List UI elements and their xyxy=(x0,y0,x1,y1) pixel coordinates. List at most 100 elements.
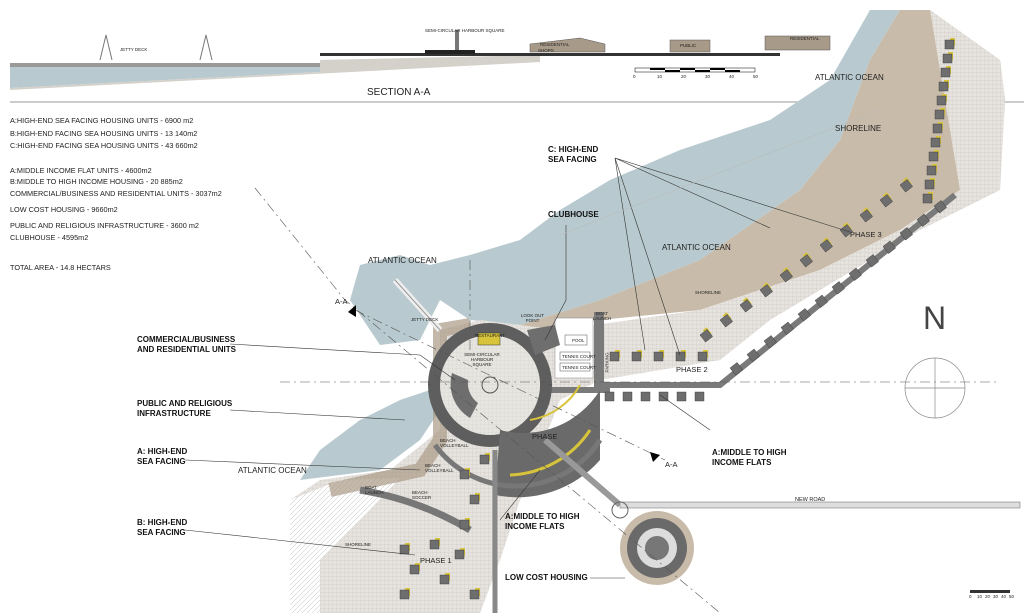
housing-unit xyxy=(697,350,708,362)
scale-tick-label: 0 xyxy=(633,74,636,79)
callout-flats-bottom: A:MIDDLE TO HIGH INCOME FLATS xyxy=(505,512,580,531)
housing-unit xyxy=(799,252,813,268)
lookout-label: LOOK OUT POINT xyxy=(520,313,545,323)
housing-unit xyxy=(676,391,687,402)
new-road xyxy=(619,501,1021,509)
section-lines xyxy=(254,187,1000,613)
section-title: SECTION A-A xyxy=(367,87,431,98)
callout-leaders xyxy=(184,109,881,579)
shoreline-small-label: SHORELINE xyxy=(695,290,722,295)
restaurant-label: RESTAURANT xyxy=(475,333,506,338)
housing-unit xyxy=(934,108,945,120)
scale-tick-label: 20 xyxy=(681,74,687,79)
callout-commercial: COMMERCIAL/BUSINESS AND RESIDENTIAL UNIT… xyxy=(137,335,236,354)
scale-tick-label: 10 xyxy=(977,594,983,599)
housing-unit xyxy=(814,294,828,308)
main-road-diagonal xyxy=(600,192,957,388)
road-south xyxy=(432,438,603,489)
section-label-square: SEMI-CIRCULAR HARBOUR SQUARE xyxy=(425,28,505,33)
clubhouse-courts xyxy=(554,317,594,379)
housing-unit xyxy=(479,453,490,465)
scale-tick-label: 50 xyxy=(753,74,759,79)
callout-low-cost: LOW COST HOUSING xyxy=(505,573,588,582)
housing-unit xyxy=(938,80,949,92)
callout-b-high-end: B: HIGH-END SEA FACING xyxy=(137,518,188,537)
shoreline-small-label: SHORELINE xyxy=(345,542,372,547)
callout-a-high-end: A: HIGH-END SEA FACING xyxy=(137,447,188,466)
pool-label: POOL xyxy=(572,338,585,343)
legend-item: A:MIDDLE INCOME FLAT UNITS - 4600m2 xyxy=(10,166,152,175)
jetty-label: JETTY DECK xyxy=(411,317,439,322)
housing-unit xyxy=(797,308,811,322)
phase-3-label: PHASE 3 xyxy=(850,230,882,239)
ocean-label: ATLANTIC OCEAN xyxy=(662,243,731,252)
tennis-court-label: TENNIS COURT xyxy=(562,354,596,359)
housing-unit xyxy=(469,493,480,505)
legend-item: A:HIGH-END SEA FACING HOUSING UNITS - 69… xyxy=(10,116,194,125)
ocean-north xyxy=(350,10,900,345)
shoreline-strip xyxy=(520,10,1005,330)
housing-unit xyxy=(882,240,896,254)
housing-unit xyxy=(653,350,664,362)
housing-unit xyxy=(439,573,450,585)
housing-unit xyxy=(609,350,620,362)
housing-unit xyxy=(940,66,951,78)
housing-unit xyxy=(922,192,933,204)
housing-unit xyxy=(928,150,939,162)
housing-unit xyxy=(924,178,935,190)
parking-label: PARKING xyxy=(604,352,610,373)
callout-flats-right: A:MIDDLE TO HIGH INCOME FLATS xyxy=(712,448,787,467)
legend-item: TOTAL AREA - 14.8 HECTARS xyxy=(10,263,111,272)
scale-tick-label: 40 xyxy=(1001,594,1007,599)
ocean-label: ATLANTIC OCEAN xyxy=(815,73,884,82)
legend-item: CLUBHOUSE - 4595m2 xyxy=(10,233,89,242)
housing-unit xyxy=(932,122,943,134)
square-label: SEMI-CIRCULAR HARBOUR SQUARE xyxy=(464,352,500,367)
section-label-public: PUBLIC xyxy=(680,43,697,48)
tennis-court-label: TENNIS COURT xyxy=(562,365,596,370)
phase-2-label: PHASE 2 xyxy=(676,365,708,374)
housing-unit xyxy=(848,267,862,281)
section-label-shops: SHOPS xyxy=(538,48,554,53)
scale-tick-label: 30 xyxy=(705,74,711,79)
housing-unit xyxy=(942,52,953,64)
section-label-residential-2: RESIDENTIAL xyxy=(790,36,820,41)
housing-unit xyxy=(944,38,955,50)
housing-unit xyxy=(831,281,845,295)
beach-soccer-label: BEACH SOCCER xyxy=(412,490,432,500)
housing-units xyxy=(399,38,955,600)
legend-item: LOW COST HOUSING - 9660m2 xyxy=(10,205,118,214)
beach-west xyxy=(290,478,400,613)
housing-unit xyxy=(631,350,642,362)
legend-item: C:HIGH-END FACING SEA HOUSING UNITS - 43… xyxy=(10,141,198,150)
section-a-a-elevation xyxy=(10,30,1024,103)
housing-unit xyxy=(763,335,777,349)
housing-unit xyxy=(699,327,713,343)
parking-strip xyxy=(594,312,604,387)
ocean-label: ATLANTIC OCEAN xyxy=(238,466,307,475)
housing-unit xyxy=(879,192,893,208)
phase-label: PHASE xyxy=(532,432,558,441)
development-land xyxy=(290,10,1005,613)
legend-item: B:HIGH-END FACING SEA HOUSING UNITS - 13… xyxy=(10,129,198,138)
new-road-label: NEW ROAD xyxy=(795,497,826,503)
shoreline-label: SHORELINE xyxy=(835,124,882,133)
housing-unit xyxy=(729,362,743,376)
section-arrow-west xyxy=(348,305,356,317)
housing-unit xyxy=(694,391,705,402)
legend-item: PUBLIC AND RELIGIOUS INFRASTRUCTURE - 36… xyxy=(10,221,199,230)
scale-tick-label: 50 xyxy=(1009,594,1015,599)
scale-tick-label: 0 xyxy=(969,594,972,599)
north-label: N xyxy=(923,300,947,336)
legend-item: B:MIDDLE TO HIGH INCOME HOUSING - 20 885… xyxy=(10,177,183,186)
housing-unit xyxy=(429,538,440,550)
section-label-residential: RESIDENTIAL xyxy=(540,42,570,47)
scale-tick-label: 30 xyxy=(993,594,999,599)
section-marker-east: A-A xyxy=(665,460,678,469)
housing-unit xyxy=(469,588,480,600)
housing-unit xyxy=(622,391,633,402)
housing-unit xyxy=(719,312,733,328)
callout-c-high-end: C: HIGH-END SEA FACING xyxy=(548,145,599,164)
boat-launch-label: BOAT LAUNCH xyxy=(365,485,384,495)
